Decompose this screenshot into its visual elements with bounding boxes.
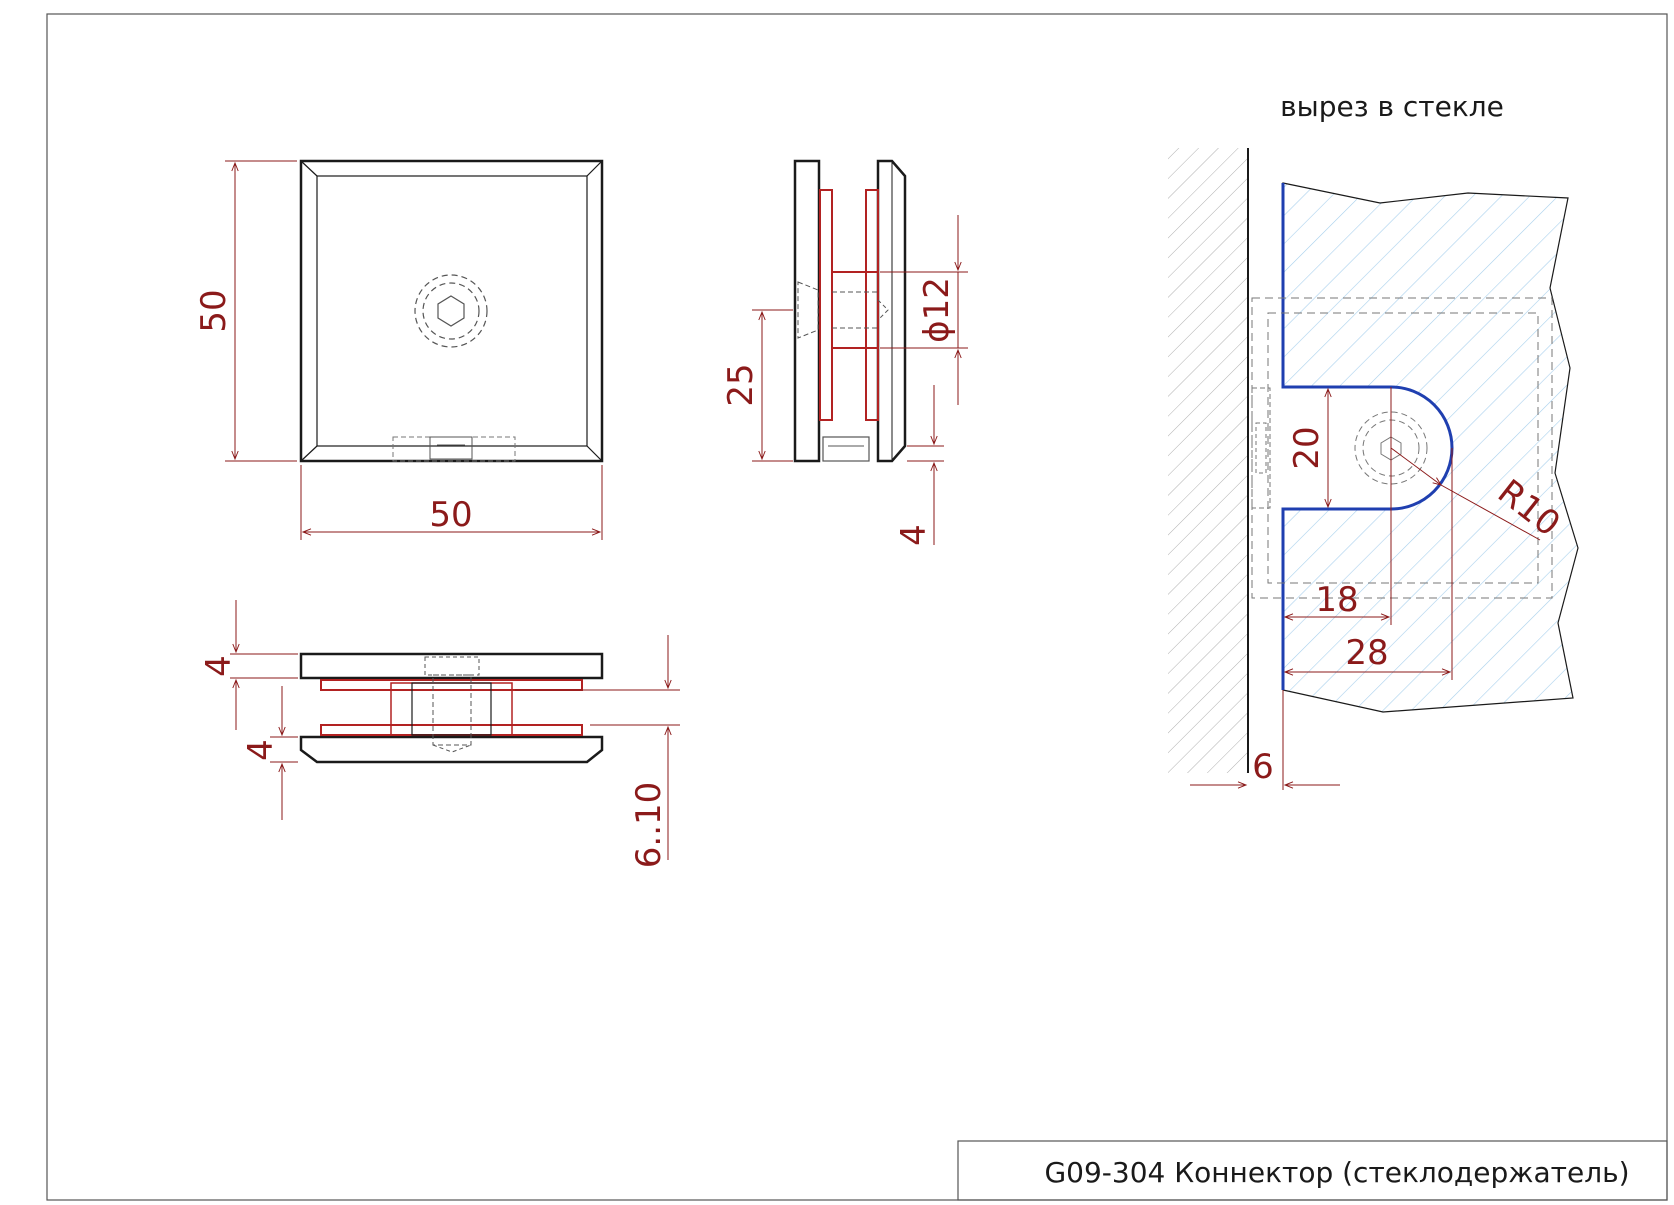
side-view-dimensions — [752, 215, 968, 545]
side-bottom-gap-dim: 4 — [894, 524, 934, 546]
sheet-border — [46, 13, 1668, 1201]
front-width-dim: 50 — [429, 495, 472, 535]
cutout-dimensions — [1190, 387, 1541, 790]
side-view — [793, 159, 907, 463]
wall-gap-dim: 6 — [1252, 747, 1274, 787]
front-view — [299, 159, 604, 463]
bottom-plate-thickness-dim: 4 — [241, 739, 281, 761]
front-view-dimensions — [225, 160, 603, 540]
cutout-height-dim: 20 — [1287, 426, 1327, 469]
title-block-text: G09-304 Коннектор (стеклодержатель) — [1044, 1156, 1629, 1189]
cutout-detail — [1168, 148, 1579, 773]
top-plate-thickness-dim: 4 — [199, 655, 239, 677]
cutout-center-offset-dim: 18 — [1315, 580, 1358, 620]
glass-thickness-range-dim: 6..10 — [629, 782, 669, 869]
wall-hatch — [1168, 148, 1248, 773]
front-height-dim: 50 — [194, 289, 234, 332]
glass-panel — [1282, 182, 1579, 713]
top-view — [299, 652, 604, 764]
side-pin-diameter-dim: ϕ12 — [917, 277, 957, 343]
cutout-note: вырез в стекле — [1280, 90, 1504, 123]
title-block: G09-304 Коннектор (стеклодержатель) — [957, 1140, 1668, 1201]
top-view-dimensions — [230, 600, 680, 860]
cutout-depth-dim: 28 — [1345, 633, 1388, 673]
side-pin-offset-dim: 25 — [721, 363, 761, 406]
